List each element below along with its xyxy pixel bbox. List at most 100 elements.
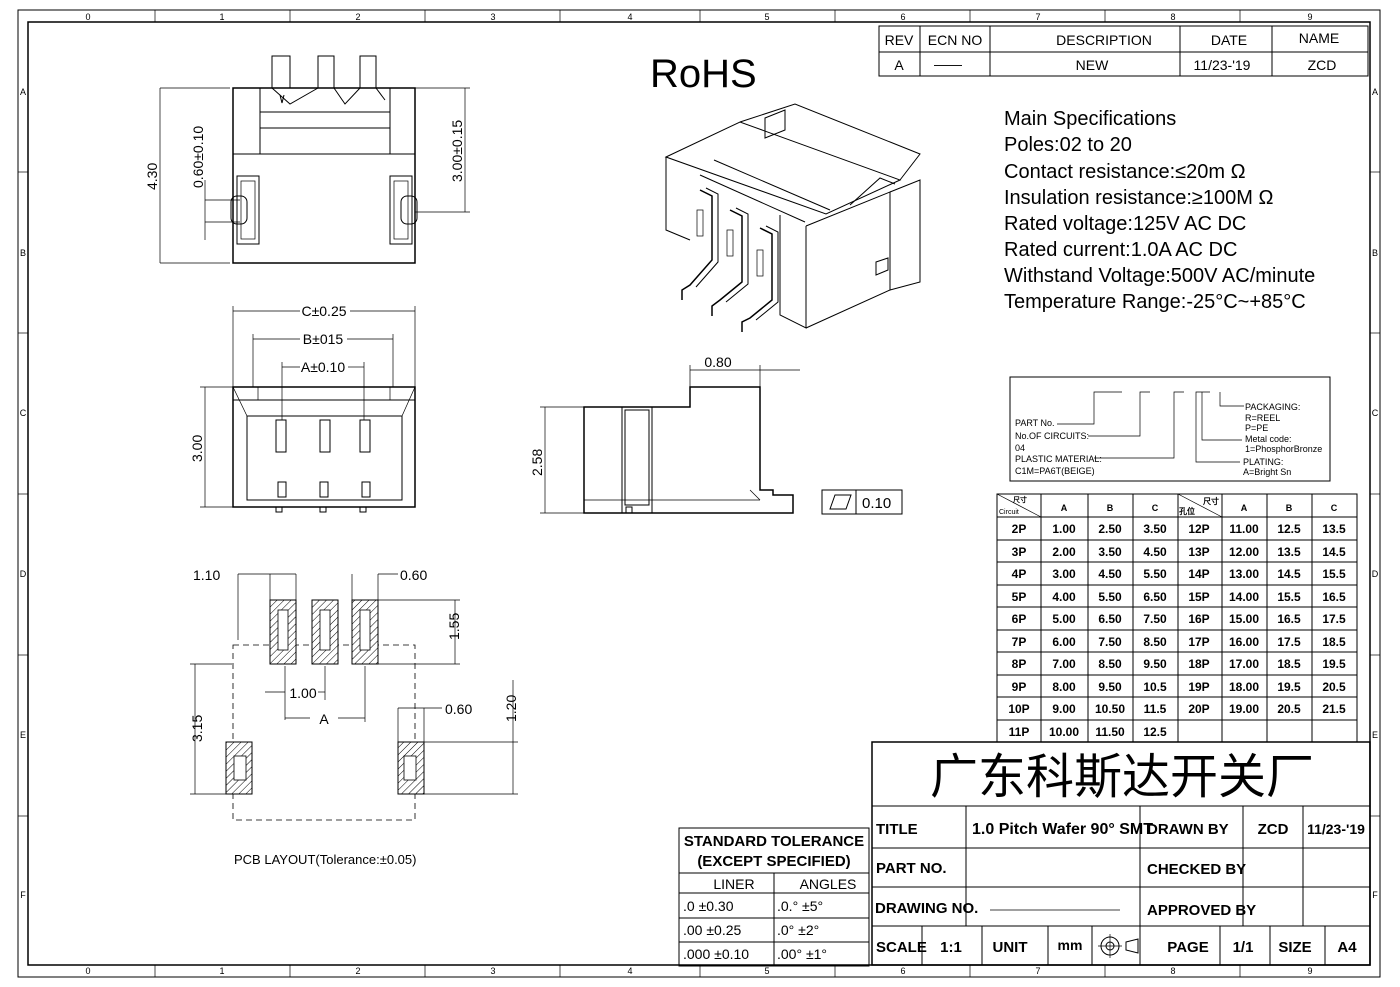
angles-header: ANGLES	[800, 876, 857, 892]
table-cell-right-5-2: 17.5	[1277, 635, 1301, 649]
metal-code-label: Metal code:	[1245, 434, 1292, 444]
table-cell-right-0-2: 12.5	[1277, 522, 1301, 536]
col-c-left: C	[1152, 503, 1159, 513]
dim-3-15: 3.15	[189, 715, 205, 742]
liner-row-3: .000 ±0.10	[683, 946, 749, 962]
main-specifications: Main Specifications Poles:02 to 20 Conta…	[1004, 108, 1315, 313]
svg-text:7: 7	[1035, 966, 1040, 976]
svg-text:2: 2	[355, 966, 360, 976]
table-cell-right-4-2: 16.5	[1277, 612, 1301, 626]
table-cell-left-7-1: 8.00	[1052, 680, 1076, 694]
isometric-view	[664, 103, 921, 332]
material-label: PLASTIC MATERIAL:	[1015, 454, 1102, 464]
svg-text:3: 3	[490, 966, 495, 976]
svg-text:8: 8	[1170, 966, 1175, 976]
zone-col-7: 7	[1035, 12, 1040, 22]
pcb-layout	[225, 599, 425, 821]
table-cell-right-3-1: 14.00	[1229, 590, 1259, 604]
table-cell-left-8-2: 10.50	[1095, 702, 1125, 716]
svg-text:A: A	[1372, 87, 1378, 97]
col-b-right: B	[1286, 503, 1293, 513]
rohs-label: RoHS	[650, 52, 757, 96]
svg-text:E: E	[1372, 730, 1378, 740]
plating-label: PLATING:	[1243, 457, 1283, 467]
angles-row-1: .0.° ±5°	[777, 898, 823, 914]
corner-mid-bottom: 孔位	[1179, 506, 1195, 516]
spec-temperature-range: Temperature Range:-25°C~+85°C	[1004, 291, 1306, 313]
drawn-by-value: ZCD	[1258, 821, 1289, 838]
side-view-dims: 0.80 2.58 0.10	[529, 354, 903, 515]
table-cell-left-3-3: 6.50	[1143, 590, 1167, 604]
dim-4-30: 4.30	[144, 163, 160, 190]
dim-1-00: 1.00	[289, 685, 316, 701]
zone-col-3: 3	[490, 12, 495, 22]
table-cell-left-2-1: 3.00	[1052, 567, 1076, 581]
table-cell-right-1-3: 14.5	[1322, 545, 1346, 559]
zone-col-1: 1	[219, 12, 224, 22]
unit-value: mm	[1058, 937, 1083, 953]
inner-border	[27, 21, 1371, 966]
table-cell-left-0-2: 2.50	[1098, 522, 1122, 536]
packaging-label: PACKAGING:	[1245, 402, 1300, 412]
description-header: DESCRIPTION	[1056, 32, 1152, 48]
dimension-table: 尺寸 Circuit 尺寸 孔位 A B C A B C	[996, 493, 1358, 743]
table-cell-left-1-1: 2.00	[1052, 545, 1076, 559]
material-value: C1M=PA6T(BEIGE)	[1015, 466, 1095, 476]
plating-value: A=Bright Sn	[1243, 467, 1291, 477]
liner-header: LINER	[713, 876, 754, 892]
scale-label: SCALE	[876, 939, 927, 956]
checked-by-label: CHECKED BY	[1147, 861, 1246, 878]
table-cell-right-4-1: 15.00	[1229, 612, 1259, 626]
circuits-label: No.OF CIRCUITS:	[1015, 431, 1089, 441]
title-block: 广东科斯达开关厂 TITLE 1.0 Pitch Wafer 90° SMT D…	[871, 741, 1371, 966]
table-cell-left-8-0: 10P	[1008, 702, 1029, 716]
table-cell-left-6-3: 9.50	[1143, 657, 1167, 671]
svg-text:1: 1	[219, 966, 224, 976]
spec-rated-current: Rated current:1.0A AC DC	[1004, 239, 1237, 261]
table-cell-left-1-0: 3P	[1012, 545, 1027, 559]
title-label: TITLE	[876, 821, 918, 838]
table-cell-right-8-3: 21.5	[1322, 702, 1346, 716]
table-cell-left-8-3: 11.5	[1144, 702, 1167, 716]
dim-3-00: 3.00	[189, 435, 205, 462]
ecn-value: ——	[934, 56, 962, 72]
svg-text:6: 6	[900, 966, 905, 976]
table-cell-left-5-1: 6.00	[1052, 635, 1076, 649]
drawn-by-label: DRAWN BY	[1147, 821, 1229, 838]
table-cell-right-7-3: 20.5	[1322, 680, 1346, 694]
table-cell-left-8-1: 9.00	[1052, 702, 1076, 716]
ecn-header: ECN NO	[928, 32, 983, 48]
pcb-layout-caption: PCB LAYOUT(Tolerance:±0.05)	[234, 852, 416, 867]
table-cell-right-7-0: 19P	[1188, 680, 1209, 694]
table-cell-left-2-2: 4.50	[1098, 567, 1122, 581]
zone-row-b: B	[20, 248, 26, 258]
page-value: 1/1	[1233, 939, 1254, 956]
table-cell-right-6-3: 19.5	[1322, 657, 1346, 671]
svg-text:F: F	[1372, 890, 1378, 900]
table-cell-left-4-2: 6.50	[1098, 612, 1122, 626]
side-view	[583, 386, 794, 514]
dim-0-60-bottom: 0.60	[445, 701, 472, 717]
zone-row-e: E	[20, 730, 26, 740]
scale-value: 1:1	[940, 939, 962, 956]
outer-border	[17, 9, 1381, 978]
table-cell-left-9-0: 11P	[1009, 725, 1030, 739]
rev-value: A	[894, 57, 904, 73]
table-cell-right-3-2: 15.5	[1277, 590, 1301, 604]
table-cell-left-6-1: 7.00	[1052, 657, 1076, 671]
table-cell-left-9-1: 10.00	[1049, 725, 1079, 739]
svg-text:5: 5	[764, 966, 769, 976]
table-cell-left-5-0: 7P	[1012, 635, 1027, 649]
table-cell-left-2-0: 4P	[1012, 567, 1027, 581]
dim-a-0-10: A±0.10	[301, 359, 345, 375]
dim-c-0-25: C±0.25	[301, 303, 346, 319]
table-cell-left-4-0: 6P	[1012, 612, 1027, 626]
table-cell-right-1-1: 12.00	[1229, 545, 1259, 559]
zone-col-2: 2	[355, 12, 360, 22]
zone-ticks	[18, 10, 1380, 977]
spec-rated-voltage: Rated voltage:125V AC DC	[1004, 213, 1246, 235]
svg-text:0: 0	[85, 966, 90, 976]
col-a-left: A	[1061, 503, 1068, 513]
spec-contact-resistance: Contact resistance:≤20m Ω	[1004, 161, 1246, 183]
